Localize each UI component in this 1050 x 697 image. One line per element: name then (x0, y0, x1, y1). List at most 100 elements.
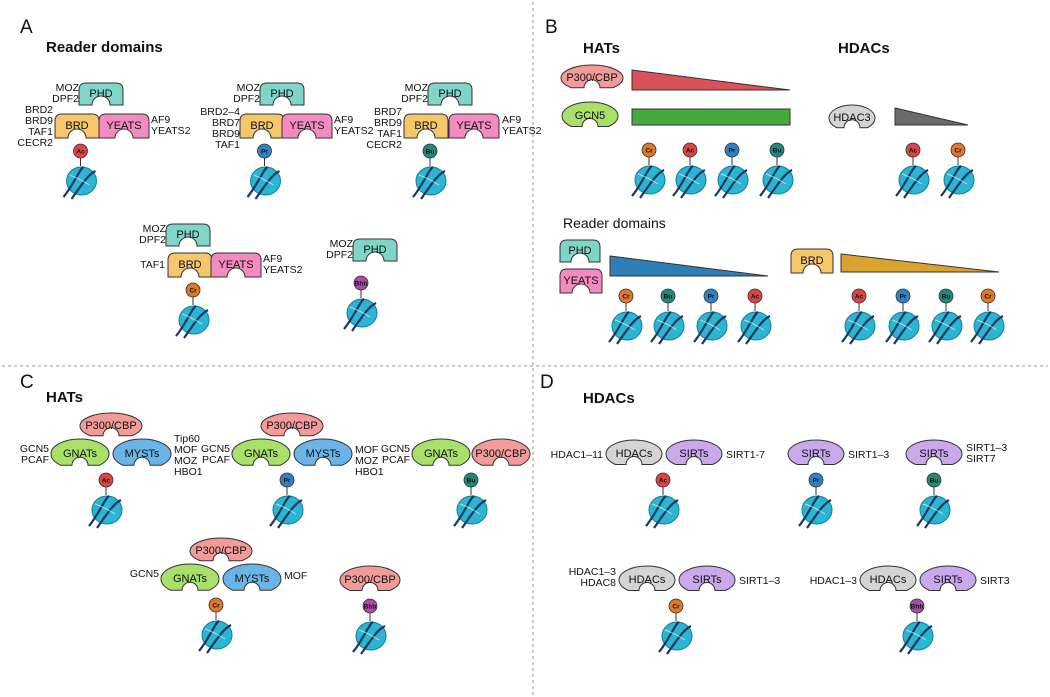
hdac-2-mark-label: Bu (930, 477, 939, 484)
hat-1-mark-label: Pr (284, 477, 291, 484)
gcn5-activity-bar (631, 108, 791, 126)
reader-mark-0-mark: Cr (618, 288, 634, 304)
brd-domain: BRD (239, 113, 285, 139)
reader-mark-3-nucleosome (737, 311, 772, 345)
brd-mark-0-mark-label: Ac (855, 293, 864, 300)
phd-domain-shape (78, 82, 124, 106)
phd-partner-0: MOZ (330, 238, 354, 250)
brd-mark-2-mark-label: Bu (942, 293, 951, 300)
hdac3-gradient-triangle (894, 107, 969, 126)
mysts-shape (222, 563, 282, 591)
phd-domain-label: PHD (89, 88, 112, 100)
mysts-label: MYSTs (125, 448, 160, 460)
brd-mark-2-mark: Bu (938, 288, 954, 304)
reader-mark-1-mark-label: Bu (664, 293, 673, 300)
sirts-label: SIRTs (919, 448, 949, 460)
reader-0-mark: Ac (73, 143, 88, 159)
gcn5: GCN5 (561, 101, 619, 127)
reader-mark-3-mark-label: Ac (751, 293, 760, 300)
hat-2-nucleosome (453, 495, 488, 529)
hat-mark-1-mark: Ac (682, 142, 698, 158)
yeats-domain-b: YEATS (559, 268, 603, 294)
yeats-partner-1: YEATS2 (263, 264, 303, 276)
hdac-1-mark: Pr (808, 472, 824, 488)
mysts: MYSTs (293, 438, 353, 466)
hdacs-shape (605, 439, 663, 465)
hat-1-nucleosome (269, 495, 304, 529)
brd-domain: BRD (167, 252, 213, 278)
brd-partner-3: TAF1 (215, 139, 240, 151)
yeats-partner-1: YEATS2 (151, 125, 191, 137)
reader-0-mark-label: Ac (76, 148, 85, 155)
brd-gradient-triangle (840, 253, 1000, 273)
hat-mark-2-nucleosome (714, 165, 749, 199)
yeats-domain: YEATS (98, 113, 150, 139)
brd-partner-3: CECR2 (366, 139, 402, 151)
p300-cbp-shape (79, 412, 143, 437)
p300-cbp-shape (189, 537, 253, 562)
phd-domain-shape (259, 82, 305, 106)
sirts: SIRTs (905, 439, 963, 465)
hat-2-mark-label: Bu (467, 477, 476, 484)
reader-2-mark-label: Bu (426, 148, 435, 155)
yeats-domain-shape (281, 113, 333, 139)
myst-partner-3: HBO1 (174, 466, 203, 478)
hat-mark-3-mark-label: Bu (773, 147, 782, 154)
p300-cbp-shape (260, 412, 324, 437)
reader-mark-0-nucleosome (608, 311, 643, 345)
p300-cbp-label: P300/CBP (85, 420, 136, 432)
gnats-label: GNATs (244, 448, 279, 460)
hat-4-mark-label: Bhb (364, 603, 377, 610)
myst-partner-2: HBO1 (355, 466, 384, 478)
hat-mark-0-nucleosome (631, 165, 666, 199)
hdacs-label: HDACs (629, 574, 666, 586)
hat-mark-1-mark-label: Ac (686, 147, 695, 154)
hat-4-nucleosome (352, 621, 387, 655)
hat-mark-3-mark: Bu (769, 142, 785, 158)
p300-cbp: P300/CBP (260, 412, 324, 437)
brd-partner-0: TAF1 (140, 259, 165, 271)
phd-domain-label: PHD (363, 244, 386, 256)
reader-3-mark-label: Cr (189, 287, 197, 294)
hdac-3-mark: Cr (668, 598, 684, 614)
hdac-mark-0-mark: Ac (905, 142, 921, 158)
brd-domain-shape (239, 113, 285, 139)
hat-4-mark: Bhb (362, 598, 378, 614)
yeats-domain-label: YEATS (106, 120, 141, 132)
mysts-label: MYSTs (235, 573, 270, 585)
phd-partner-0: MOZ (143, 223, 167, 235)
gnat-partner-1: PCAF (21, 454, 49, 466)
hat-mark-0-mark: Cr (641, 142, 657, 158)
brd-partner-2: BRD9 (212, 128, 240, 140)
hdac-partner-1: HDAC8 (580, 577, 616, 589)
brd-mark-1-mark-label: Pr (900, 293, 907, 300)
reader-4-mark-label: Bhb (355, 280, 368, 287)
gnats-shape (160, 563, 220, 591)
hat-mark-1-nucleosome (672, 165, 707, 199)
p300-cbp-shape (560, 64, 624, 89)
gnats: GNATs (231, 438, 291, 466)
hdac3-shape (828, 104, 876, 129)
mysts: MYSTs (222, 563, 282, 591)
phd-domain-label: PHD (438, 88, 461, 100)
gnats-shape (231, 438, 291, 466)
hat-0-mark: Ac (98, 472, 114, 488)
myst-partner-1: MOZ (355, 455, 379, 467)
brd-partner-2: TAF1 (377, 128, 402, 140)
brd-domain-b-label: BRD (800, 255, 823, 267)
p300-cbp-label: P300/CBP (266, 420, 317, 432)
brd-domain-shape (54, 113, 100, 139)
sirt-partner-1: SIRT7 (966, 453, 996, 465)
hat-2-mark: Bu (463, 472, 479, 488)
